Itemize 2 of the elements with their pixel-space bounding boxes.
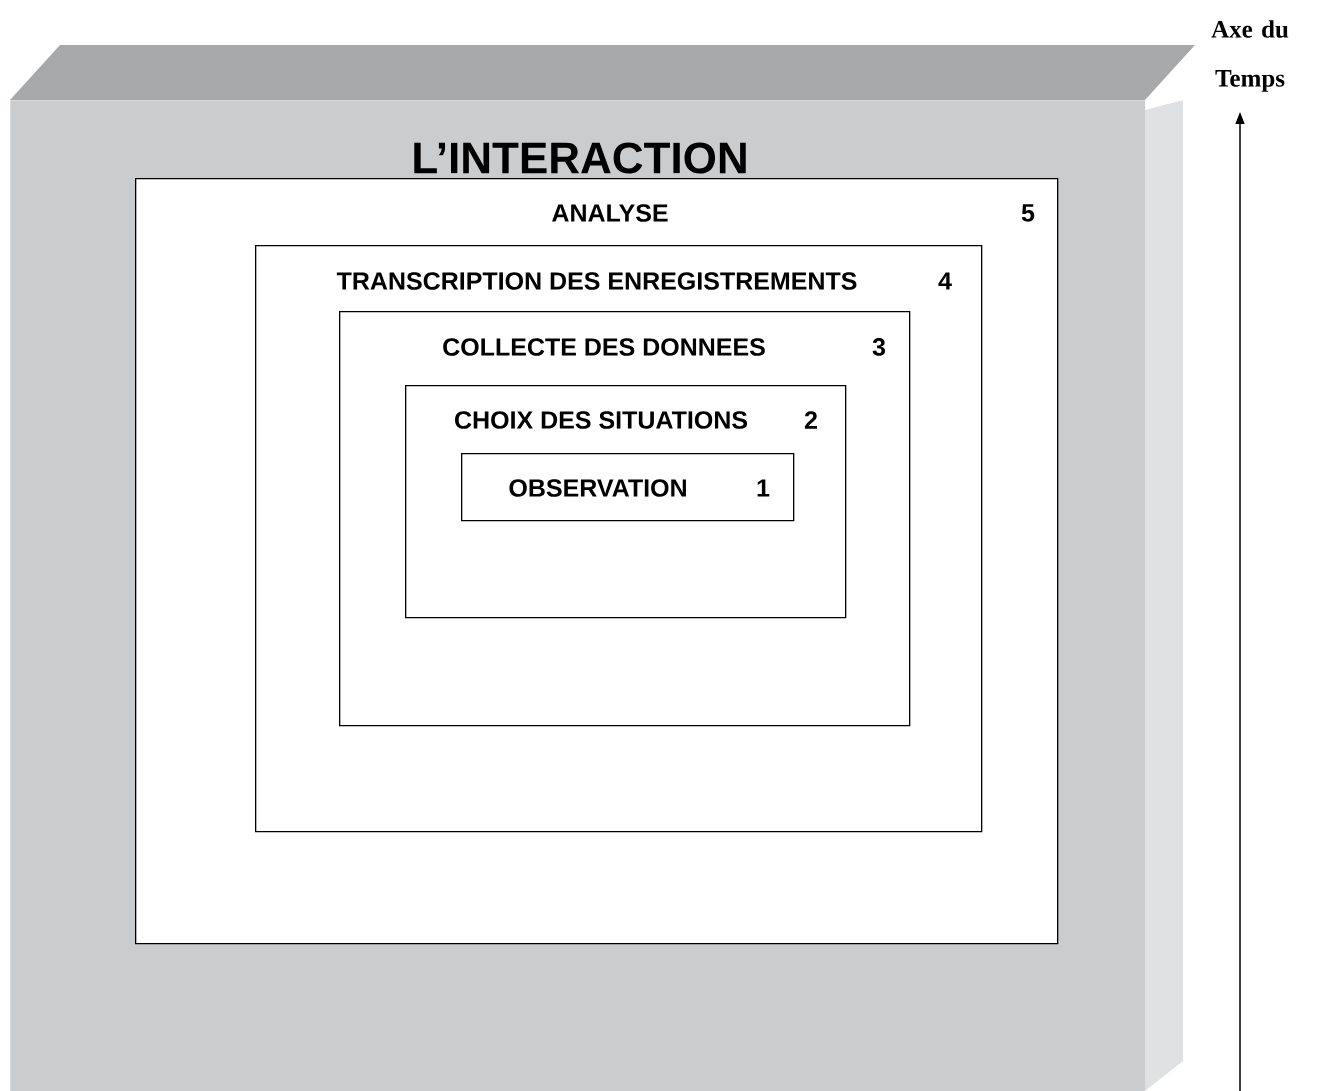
axis-label: Axe du Temps (1211, 20, 1289, 92)
stage-box: OBSERVATION 1 (461, 453, 795, 522)
